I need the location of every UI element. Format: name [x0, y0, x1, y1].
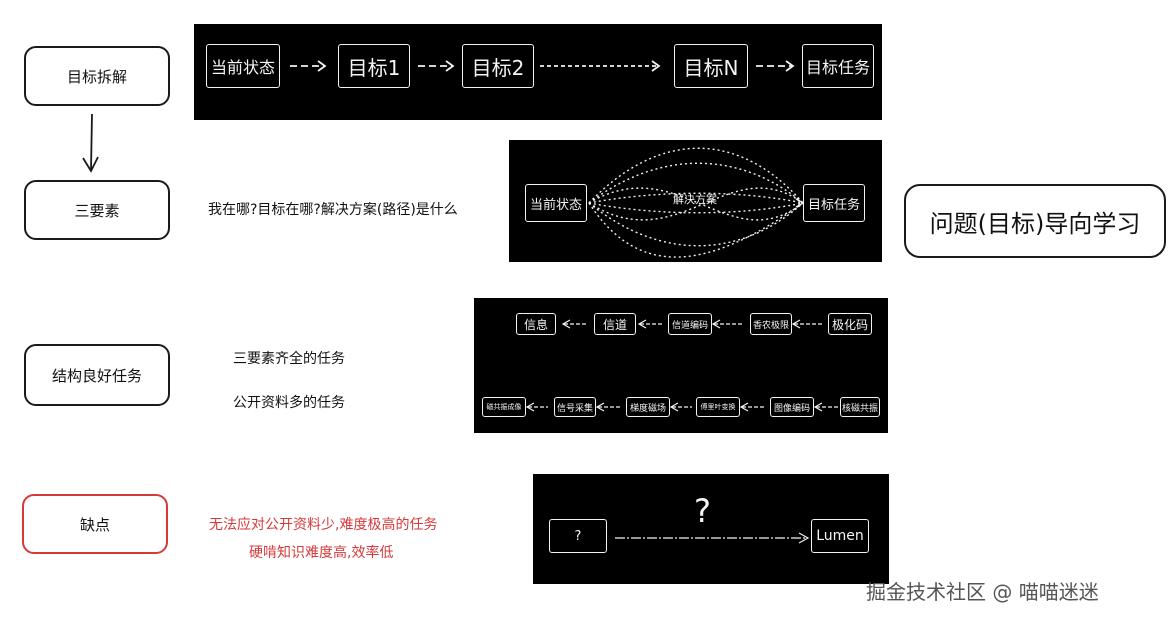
- chain-fourier-node: 傅里叶变换: [696, 397, 740, 417]
- chain-gradient-field-text: 梯度磁场: [629, 403, 666, 414]
- solution-goal-task-node: 目标任务: [803, 184, 865, 222]
- chain-info-node: 信息: [516, 313, 556, 335]
- chain-fourier-text: 傅里叶变换: [700, 403, 736, 411]
- watermark: 掘金技术社区 @ 喵喵迷迷: [866, 580, 1099, 604]
- solution-goal-task-text: 目标任务: [807, 197, 860, 213]
- chain-mri-node: 磁共振成像: [482, 397, 526, 417]
- drawback-label: 缺点: [79, 515, 110, 534]
- problem-oriented-learning-box: 问题(目标)导向学习: [904, 184, 1166, 258]
- goal1-text: 目标1: [347, 55, 401, 80]
- chain-image-coding-text: 图像编码: [773, 403, 810, 414]
- goal-decompose-label: 目标拆解: [66, 67, 127, 86]
- chain-image-coding-node: 图像编码: [770, 397, 814, 417]
- goalN-text: 目标N: [683, 55, 739, 80]
- unknown-path-panel: ? ? Lumen: [533, 474, 889, 584]
- solution-current-state-text: 当前状态: [529, 197, 582, 213]
- chain-shannon-limit-node: 香农极限: [750, 313, 792, 335]
- goal-chain-arrows: [290, 60, 795, 72]
- three-elements-label: 三要素: [74, 201, 120, 220]
- three-elements-question: 我在哪?目标在哪?解决方案(路径)是什么: [208, 202, 458, 218]
- chain-info-text: 信息: [523, 317, 548, 332]
- unknown-start-node: ?: [549, 519, 607, 553]
- note-much-public-info: 公开资料多的任务: [233, 395, 345, 411]
- three-elements-box: 三要素: [24, 180, 170, 240]
- solution-current-state-node: 当前状态: [525, 184, 587, 222]
- current-state-text: 当前状态: [210, 58, 275, 77]
- goal-task-node: 目标任务: [802, 44, 874, 88]
- note-complete-elements: 三要素齐全的任务: [233, 351, 345, 367]
- knowledge-chain-panel: 信息 信道 信道编码 香农极限 极化码 磁共振成像 信号采集 梯度磁场 傅里叶变…: [474, 298, 888, 433]
- chain-channel-coding-text: 信道编码: [671, 320, 708, 331]
- solution-label: 解决方案: [673, 193, 717, 206]
- solution-panel: 当前状态 解决方案 目标任务: [509, 140, 882, 262]
- chain-nmr-text: 核磁共振: [841, 403, 878, 414]
- drawback-line1: 无法应对公开资料少,难度极高的任务: [209, 517, 438, 533]
- chain-signal-acq-node: 信号采集: [554, 397, 596, 417]
- goal2-node: 目标2: [462, 44, 534, 88]
- chain-channel-node: 信道: [594, 313, 636, 335]
- lumen-text: Lumen: [816, 528, 864, 544]
- current-state-node: 当前状态: [206, 44, 280, 88]
- chain-shannon-limit-text: 香农极限: [752, 320, 789, 331]
- goal-decompose-box: 目标拆解: [24, 46, 170, 106]
- goal1-node: 目标1: [338, 44, 410, 88]
- knowledge-chain-arrows: [525, 319, 838, 412]
- chain-channel-coding-node: 信道编码: [668, 313, 712, 335]
- goal-task-text: 目标任务: [805, 58, 870, 77]
- chain-gradient-field-node: 梯度磁场: [626, 397, 670, 417]
- well-structured-label: 结构良好任务: [51, 366, 142, 385]
- lumen-node: Lumen: [811, 519, 869, 553]
- unknown-start-text: ?: [574, 528, 582, 544]
- goal2-text: 目标2: [471, 55, 525, 80]
- big-question-mark: ?: [694, 492, 711, 530]
- goalN-node: 目标N: [674, 44, 748, 88]
- solution-paths: [588, 147, 805, 258]
- chain-signal-acq-text: 信号采集: [556, 403, 593, 414]
- chain-mri-text: 磁共振成像: [486, 403, 522, 411]
- problem-oriented-learning-label: 问题(目标)导向学习: [929, 209, 1141, 238]
- drawback-line2: 硬啃知识难度高,效率低: [249, 545, 394, 561]
- chain-polar-code-text: 极化码: [831, 317, 868, 332]
- goal-chain-panel: 当前状态 目标1 目标2 目标N 目标任务: [194, 24, 882, 120]
- unknown-path-arrow: [615, 532, 810, 544]
- chain-nmr-node: 核磁共振: [840, 397, 880, 417]
- well-structured-box: 结构良好任务: [24, 344, 170, 406]
- chain-polar-code-node: 极化码: [828, 313, 872, 335]
- drawback-box: 缺点: [22, 494, 168, 554]
- chain-channel-text: 信道: [602, 317, 627, 332]
